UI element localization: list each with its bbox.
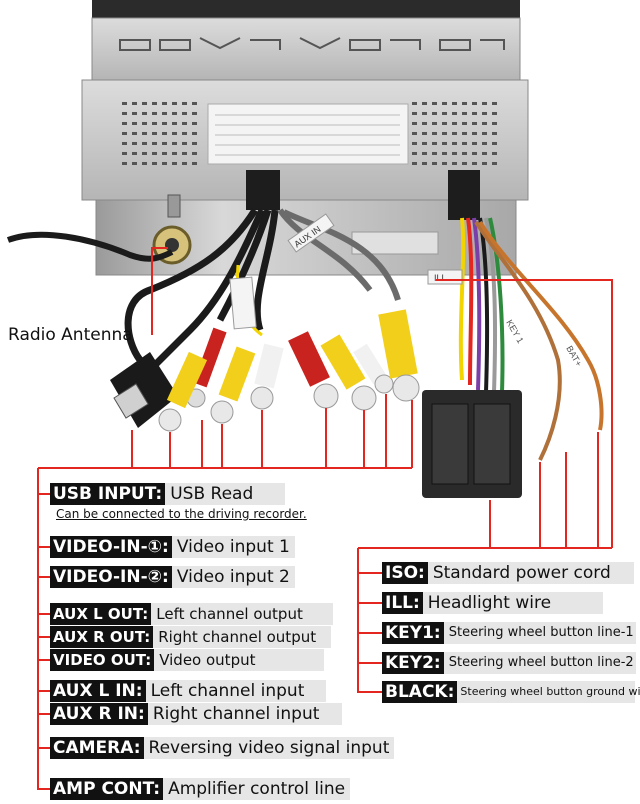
tag-key: KEY 1 [504,318,525,345]
label-ill: ILL: Headlight wire [382,592,603,614]
rca-yellow-1 [158,351,208,432]
label-key: VIDEO-IN-②: [50,566,172,588]
label-key: AUX L OUT: [50,603,152,625]
label-video-in-2: VIDEO-IN-②: Video input 2 [50,566,295,588]
rca-white-2 [353,343,394,394]
label-key: ISO: [382,562,428,584]
label-desc: Right channel output [153,626,332,648]
rca-yellow-3 [320,334,377,411]
rca-yellow-4 [378,309,420,402]
label-aux-r-out: AUX R OUT: Right channel output [50,626,332,648]
antenna-bolt [167,194,181,218]
label-desc: Video input 1 [171,536,295,558]
label-desc: Steering wheel button ground wire [457,681,640,703]
front-panel-edge [92,0,520,18]
vent-grid-left [122,98,500,168]
harness-wires [458,217,604,461]
antenna-cable [6,231,174,262]
label-desc: Steering wheel button line-1 [443,622,636,644]
label-desc: Left channel output [151,603,334,625]
label-key1: KEY1: Steering wheel button line-1 [382,622,636,644]
label-key: USB INPUT: [50,483,166,505]
label-video-out: VIDEO OUT: Video output [50,649,325,671]
label-aux-l-out: AUX L OUT: Left channel output [50,603,334,625]
label-aux-l-in: AUX L IN: Left channel input [50,680,326,702]
label-key: ILL: [382,592,423,614]
label-desc: USB Read [165,483,286,505]
label-video-in-1: VIDEO-IN-①: Video input 1 [50,536,295,558]
cable-tag-con [229,276,257,330]
usb-port [113,383,149,419]
label-key: BLACK: [382,681,458,703]
radio-antenna-label: Radio Antenna [8,325,133,345]
usb-note: Can be connected to the driving recorder… [56,507,307,521]
label-desc: Amplifier control line [163,778,351,800]
label-desc: Steering wheel button line-2 [443,652,636,674]
label-key: AUX R IN: [50,703,148,725]
label-key: AMP CONT: [50,778,164,800]
label-desc: Standard power cord [427,562,634,584]
label-key: VIDEO OUT: [50,649,155,671]
rca-white-1 [250,343,284,410]
chassis-vents-top [119,37,505,51]
label-amp-cont: AMP CONT: Amplifier control line [50,778,351,800]
label-desc: Video output [154,649,325,671]
label-key: KEY2: [382,652,444,674]
label-key: VIDEO-IN-①: [50,536,172,558]
label-key: AUX R OUT: [50,626,154,648]
label-iso: ISO: Standard power cord [382,562,634,584]
harness-plug-right [448,170,480,220]
chassis-label-sticker [207,103,409,165]
label-aux-r-in: AUX R IN: Right channel input [50,703,342,725]
grey-cables [277,208,401,301]
label-key: AUX L IN: [50,680,146,702]
label-camera: CAMERA: Reversing video signal input [50,737,395,759]
label-desc: Left channel input [145,680,326,702]
tag-ill: ILL [434,273,447,283]
callout-lines [37,247,613,790]
label-desc: Headlight wire [422,592,603,614]
label-desc: Video input 2 [171,566,295,588]
label-key2: KEY2: Steering wheel button line-2 [382,652,636,674]
label-key: KEY1: [382,622,444,644]
rca-red-2 [288,331,339,409]
rca-yellow-2 [210,346,256,424]
antenna-callout [151,247,168,335]
harness-plug-left [246,170,280,210]
label-usb-input: USB INPUT: USB Read [50,483,286,505]
rca-plugs [158,309,420,432]
label-desc: Reversing video signal input [143,737,395,759]
label-black: BLACK: Steering wheel button ground wire [382,681,640,703]
label-key: CAMERA: [50,737,144,759]
sticker-lines [215,114,400,156]
label-desc: Right channel input [147,703,342,725]
